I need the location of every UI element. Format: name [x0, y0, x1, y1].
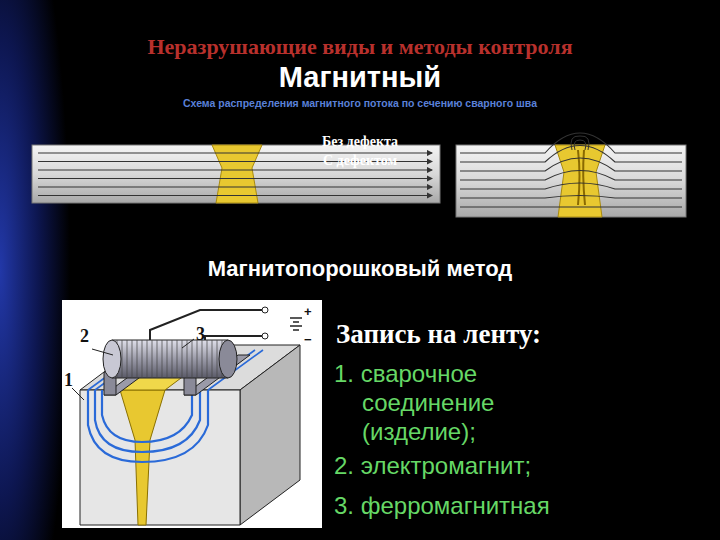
list-item: 3. ферромагнитная	[334, 492, 704, 521]
plate-caption: С дефектом	[323, 153, 397, 170]
terminal-sign: −	[304, 332, 312, 348]
weld-with-defect	[456, 133, 686, 217]
plate-caption: Без дефекта	[322, 134, 398, 151]
callout-number: 3	[196, 324, 205, 346]
subtitle: Схема распределения магнитного потока по…	[183, 97, 537, 110]
magnet-heading: Магнитный	[279, 60, 441, 95]
list-item: 1. сварочное соединение (изделие);	[334, 360, 559, 446]
weld-no-defect	[32, 145, 440, 203]
callout-number: 1	[64, 370, 73, 392]
list-item: 2. электромагнит;	[334, 452, 704, 481]
magnetic-particle-setup	[62, 300, 322, 528]
page-title: Неразрушающие виды и методы контроля	[147, 34, 572, 60]
method-heading: Магнитопорошковый метод	[208, 256, 513, 282]
terminal-sign: +	[304, 304, 312, 320]
callout-number: 2	[80, 326, 89, 348]
list-heading: Запись на ленту:	[336, 318, 541, 350]
